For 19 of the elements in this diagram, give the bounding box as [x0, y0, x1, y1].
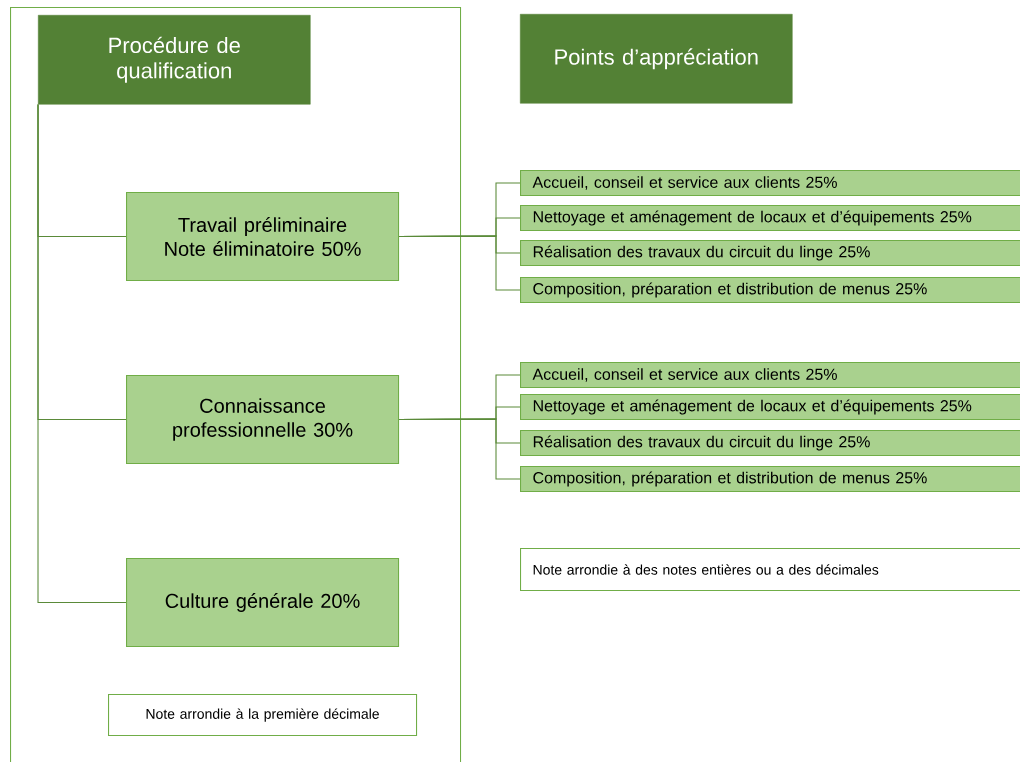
criterion-box: Composition, préparation et distribution de menus 25% — [520, 277, 1020, 304]
connector-line — [398, 418, 521, 480]
category-box: Travail préliminaire Note éliminatoire 50% — [126, 192, 400, 282]
header-box: Procédure de qualification — [38, 15, 311, 105]
connector-line — [37, 104, 127, 604]
category-box: Connaissance professionnelle 30% — [126, 375, 400, 465]
criterion-box: Accueil, conseil et service aux clients 25% — [520, 170, 1020, 197]
criterion-box: Réalisation des travaux du circuit du linge 25% — [520, 240, 1020, 267]
header-box: Points d’appréciation — [520, 14, 793, 104]
panel-frame — [10, 7, 462, 762]
criterion-box: Réalisation des travaux du circuit du linge 25% — [520, 430, 1020, 457]
criterion-box: Accueil, conseil et service aux clients 25% — [520, 362, 1020, 389]
note-box: Note arrondie à des notes entières ou a des décimales — [520, 548, 1020, 592]
criterion-box: Composition, préparation et distribution de menus 25% — [520, 466, 1020, 493]
criterion-box: Nettoyage et aménagement de locaux et d’équipements 25% — [520, 394, 1020, 421]
category-box: Culture générale 20% — [126, 558, 400, 648]
note-box: Note arrondie à la première décimale — [108, 694, 418, 737]
criterion-box: Nettoyage et aménagement de locaux et d’équipements 25% — [520, 205, 1020, 232]
connector-line — [398, 235, 521, 291]
